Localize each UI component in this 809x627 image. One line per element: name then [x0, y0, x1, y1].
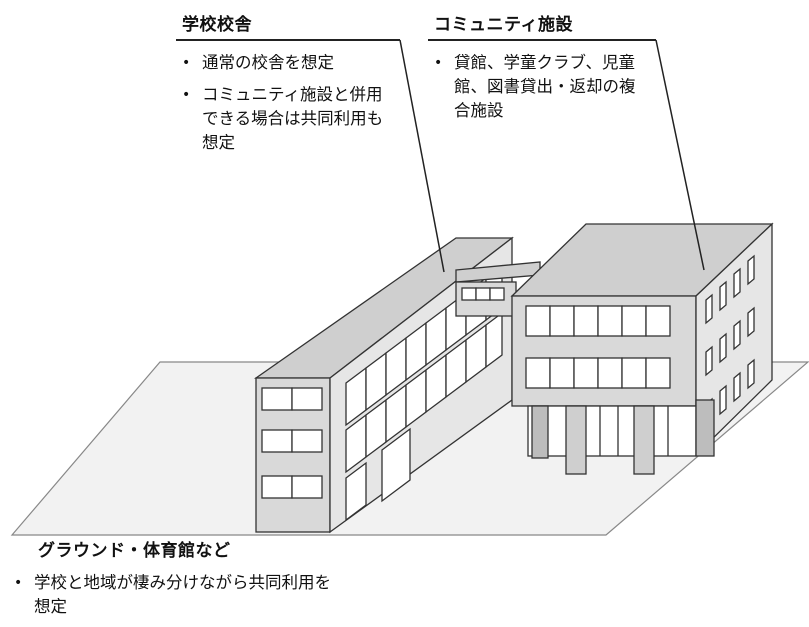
ground-callout: グラウンド・体育館など 学校と地域が棲み分けながら共同利用を想定 — [14, 536, 418, 627]
pillar — [531, 405, 549, 459]
school-callout-item: コミュニティ施設と併用できる場合は共同利用も想定 — [176, 83, 388, 155]
community-callout-title: コミュニティ施設 — [434, 15, 573, 35]
community-callout-item: 貸館、学童クラブ、児童館、図書貸出・返却の複合施設 — [428, 51, 636, 123]
school-side-windows-lower — [345, 311, 503, 474]
school-callout-item: 通常の校舎を想定 — [176, 51, 388, 75]
community-building — [510, 222, 774, 475]
connecting-bridge — [455, 261, 541, 317]
school-callout: 学校校舎 通常の校舎を想定 コミュニティ施設と併用できる場合は共同利用も想定 — [176, 10, 400, 163]
school-callout-rule — [176, 39, 400, 41]
ground-callout-list: 学校と地域が棲み分けながら共同利用を想定 — [8, 571, 344, 619]
school-door-a — [345, 461, 367, 522]
community-leader-line — [655, 39, 705, 271]
ground-floor-glazing — [527, 405, 697, 457]
ground-callout-item: 学校と地域が棲み分けながら共同利用を想定 — [8, 571, 344, 619]
school-door-b — [381, 427, 411, 503]
community-front-windows — [525, 305, 671, 389]
school-callout-title: 学校校舎 — [182, 15, 252, 35]
community-callout-list: 貸館、学童クラブ、児童館、図書貸出・返却の複合施設 — [428, 51, 636, 123]
community-callout-rule — [428, 39, 656, 41]
pillar — [633, 405, 655, 475]
community-callout: コミュニティ施設 貸館、学童クラブ、児童館、図書貸出・返却の複合施設 — [428, 10, 656, 131]
school-end-windows — [261, 387, 323, 499]
pillar — [695, 399, 715, 457]
pillar — [565, 405, 587, 475]
school-callout-list: 通常の校舎を想定 コミュニティ施設と併用できる場合は共同利用も想定 — [176, 51, 388, 155]
ground-callout-title: グラウンド・体育館など — [38, 541, 231, 561]
school-leader-line — [399, 39, 445, 273]
